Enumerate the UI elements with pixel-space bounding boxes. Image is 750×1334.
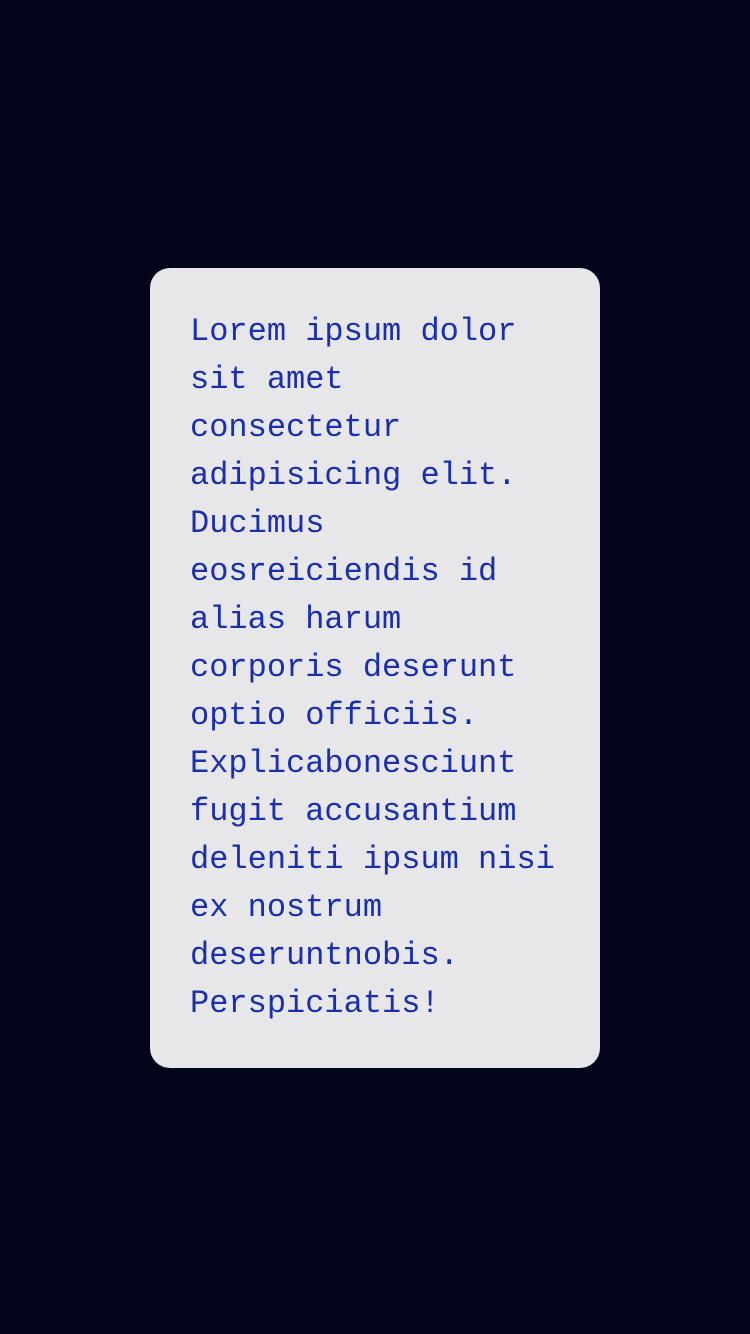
card-text-line: Ducimus	[190, 505, 325, 542]
card-text-line: sit amet	[190, 361, 344, 398]
card-text-line: eosreiciendis id	[190, 553, 498, 590]
card-text-line: optio officiis.	[190, 697, 479, 734]
card-text-line: ex nostrum	[190, 889, 383, 926]
text-card: Lorem ipsum dolor sit amet consectetur a…	[150, 268, 600, 1068]
card-text-line: Perspiciatis!	[190, 985, 440, 1022]
card-text-line: fugit accusantium	[190, 793, 517, 830]
card-text-line: corporis deserunt	[190, 649, 517, 686]
card-text-line: Lorem ipsum dolor	[190, 313, 517, 350]
card-text-line: deleniti ipsum nisi	[190, 841, 555, 878]
card-text-line: Explicabonesciunt	[190, 745, 517, 782]
card-text-line: consectetur	[190, 409, 402, 446]
card-text-line: adipisicing elit.	[190, 457, 517, 494]
card-text-line: alias harum	[190, 601, 402, 638]
card-paragraph: Lorem ipsum dolor sit amet consectetur a…	[190, 308, 560, 1028]
card-text-line: deseruntnobis.	[190, 937, 459, 974]
